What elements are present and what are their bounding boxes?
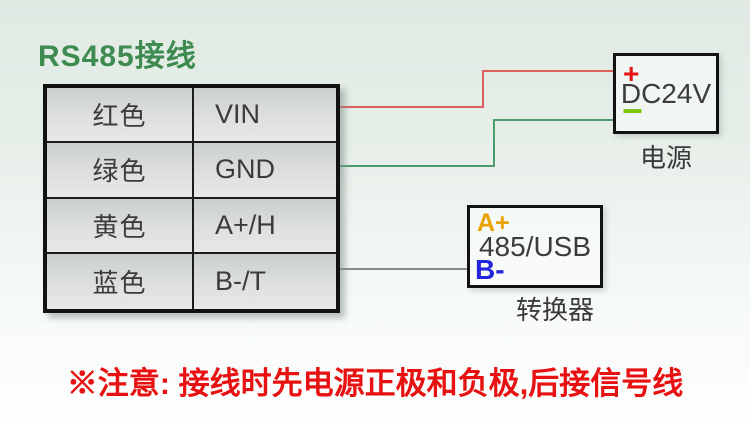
power-supply-name: DC24V: [620, 77, 712, 109]
table-cell-wire-color: 蓝色: [47, 253, 194, 309]
table-cell-wire-color: 绿色: [47, 143, 194, 199]
minus-terminal-label: −: [622, 90, 644, 131]
converter-name: 485/USB: [478, 230, 592, 262]
power-supply-box: + − DC24V: [613, 53, 719, 134]
converter-caption: 转换器: [515, 295, 594, 325]
a-plus-terminal-label: A+: [477, 209, 510, 237]
b-minus-terminal-label: B-: [475, 254, 505, 285]
table-cell-wire-color: 黄色: [47, 198, 194, 254]
vin-to-plus-wire: [340, 70, 613, 108]
page-title: RS485接线: [38, 40, 197, 73]
plus-terminal-label: +: [623, 58, 640, 89]
power-supply-caption: 电源: [639, 143, 692, 173]
table-cell-wire-color: 红色: [47, 88, 194, 144]
table-cell-signal: GND: [194, 143, 336, 199]
converter-box: A+ B- 485/USB: [467, 205, 603, 288]
wiring-table: 红色 VIN 绿色 GND 黄色 A+/H 蓝色 B-/T: [43, 84, 340, 313]
table-cell-signal: A+/H: [194, 198, 336, 254]
table-cell-signal: VIN: [194, 88, 336, 144]
table-cell-signal: B-/T: [194, 253, 336, 309]
warning-note: ※注意: 接线时先电源正极和负极,后接信号线: [66, 366, 684, 401]
gnd-to-minus-wire: [340, 119, 613, 167]
